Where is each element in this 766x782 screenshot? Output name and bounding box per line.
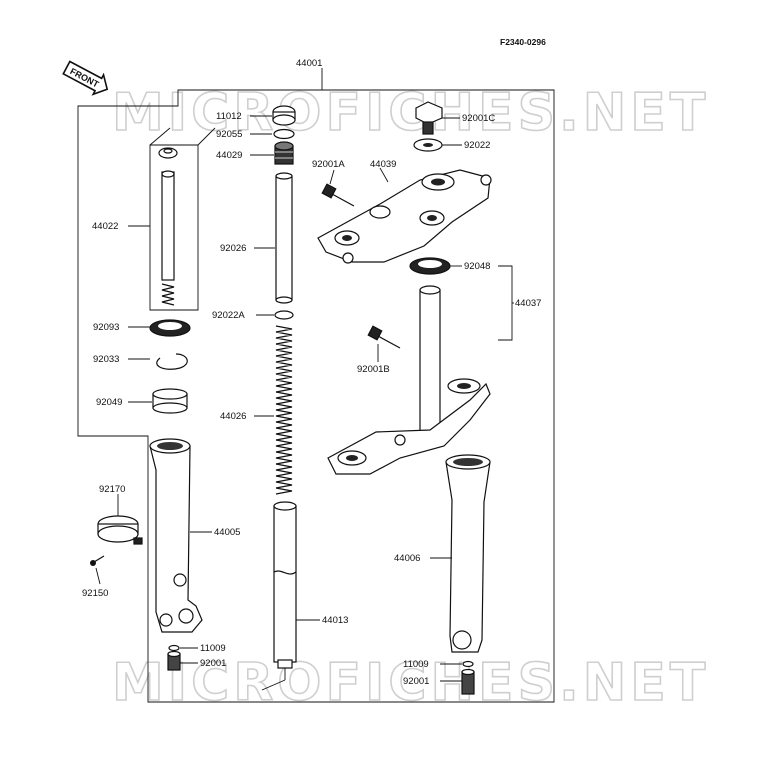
front-arrow-badge: FRONT — [62, 60, 109, 96]
clamp-92170 — [97, 515, 143, 545]
label-92001A: 92001A — [312, 159, 345, 170]
upper-bracket-44039 — [317, 169, 492, 264]
label-92026: 92026 — [220, 243, 246, 254]
plug-44029 — [274, 141, 294, 165]
label-44022: 44022 — [92, 221, 118, 232]
label-92048: 92048 — [464, 261, 490, 272]
gasket-11009-left — [168, 644, 180, 652]
label-92150: 92150 — [82, 588, 108, 599]
label-44037: 44037 — [515, 298, 541, 309]
label-92001C: 92001C — [462, 113, 495, 124]
outer-tube-left-44005 — [149, 438, 203, 633]
label-44029: 44029 — [216, 150, 242, 161]
cap-11012 — [272, 105, 296, 126]
label-44026: 44026 — [220, 411, 246, 422]
label-92001-left: 92001 — [200, 658, 226, 669]
label-92033: 92033 — [93, 354, 119, 365]
label-11009-left: 11009 — [200, 643, 226, 654]
gasket-11009-right — [462, 660, 474, 668]
label-11012: 11012 — [216, 111, 242, 122]
label-92170: 92170 — [99, 484, 125, 495]
label-92093: 92093 — [93, 322, 119, 333]
bolt-92001C — [415, 101, 443, 135]
label-44039: 44039 — [370, 159, 396, 170]
bolt-92001-left — [167, 650, 181, 671]
label-44006: 44006 — [394, 553, 420, 564]
label-92001-right: 92001 — [403, 676, 429, 687]
label-92055: 92055 — [216, 129, 242, 140]
label-92022A: 92022A — [212, 310, 245, 321]
bolt-92001A — [321, 183, 355, 207]
outer-tube-right-44006 — [445, 454, 491, 653]
label-44001: 44001 — [296, 58, 322, 69]
spacer-92026 — [275, 172, 293, 304]
bushing-92049 — [152, 388, 188, 414]
steering-stem-44037 — [327, 285, 491, 475]
label-92001B: 92001B — [357, 364, 390, 375]
label-44013: 44013 — [322, 615, 348, 626]
watermark-bottom: MICROFICHES.NET — [112, 653, 709, 713]
bolt-92001-right — [461, 668, 475, 695]
damper-rod-assembly — [158, 147, 178, 306]
watermark-top: MICROFICHES.NET — [112, 83, 709, 143]
washer-92022A — [274, 310, 294, 320]
diagram-code: F2340-0296 — [500, 37, 546, 47]
o-ring-92055 — [273, 128, 295, 140]
label-11009-right: 11009 — [403, 659, 429, 670]
inner-tube-44013 — [273, 501, 297, 669]
spring-44026 — [275, 325, 293, 495]
label-92049: 92049 — [96, 397, 122, 408]
bolt-92001B — [367, 325, 401, 349]
bearing-92048 — [409, 257, 451, 275]
assembly-frame — [77, 89, 555, 703]
label-92022: 92022 — [464, 140, 490, 151]
screw-92150 — [90, 555, 105, 566]
label-44005: 44005 — [214, 527, 240, 538]
circlip-92033 — [156, 353, 188, 370]
